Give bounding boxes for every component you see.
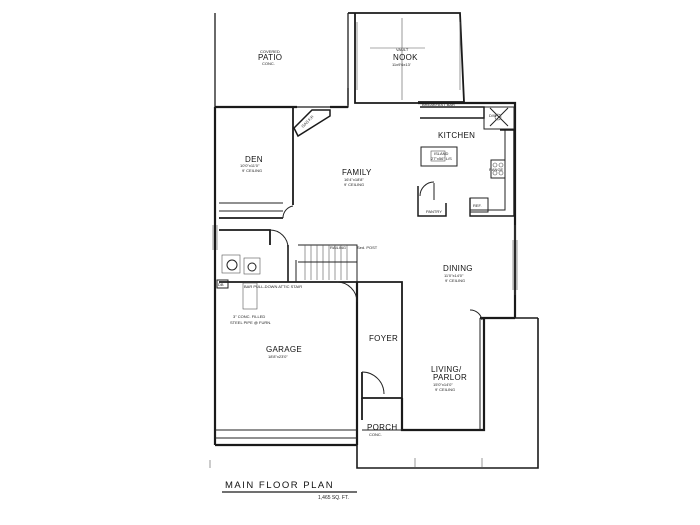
patio-sub: CONC. [262,61,275,66]
garage-name: GARAGE [266,345,302,354]
dining-ceiling: 9' CEILING [445,278,465,283]
garage-dims: 18'8"x23'0" [268,354,288,359]
nook-dims: 11x9'6x13' [392,62,411,67]
fireplace: GAS F.P. [293,109,331,138]
island-note: 27"x56" L/S [431,156,452,161]
family-ceiling: 9' CEILING [344,182,364,187]
pantry-label: PANTRY [426,209,442,214]
nook-name: NOOK [393,53,418,62]
den-walls [219,107,294,219]
plan-title: MAIN FLOOR PLAN [225,480,334,491]
nook-outline [347,12,465,104]
stair-area: RAILING Sed. POST [219,229,378,283]
patio-name: PATIO [258,53,282,62]
living-bay [469,225,538,430]
den-ceiling: 9' CEILING [242,168,262,173]
kitchen-name: KITCHEN [438,131,475,140]
living-name: LIVING/ [431,365,462,374]
garage-features: DB BAR PULL-DOWN ATTIC STAIR 3" CONC. FI… [215,279,357,439]
living-name2: PARLOR [433,373,467,382]
family-name: FAMILY [342,168,372,177]
attic-stair-label: BAR PULL-DOWN ATTIC STAIR [244,284,302,289]
db-label: DB [218,282,224,287]
porch-sub: CONC. [369,432,382,437]
room-labels: COVERED PATIO CONC. VAULT NOOK 11x9'6x13… [240,47,475,437]
island-label: ISLAND [434,151,449,156]
breakfast-bar-label: BREAKFAST BAR [422,102,455,107]
family-dims: 16'4"x18'8" [344,177,364,182]
den-name: DEN [245,155,263,164]
garage-note2: STEEL PIPE @ FURN. [230,320,271,325]
title-block: MAIN FLOOR PLAN 1,465 SQ. FT. [222,480,357,501]
window-marks [209,225,518,468]
ref-label: REF. [473,203,482,208]
railing-label: RAILING [330,245,346,250]
living-dims: 15'0"x14'0" [433,382,453,387]
post-label: Sed. POST [357,245,378,250]
patio-note: COVERED [260,49,280,54]
foyer-name: FOYER [369,334,398,343]
porch-outline [356,318,539,469]
plan-area: 1,465 SQ. FT. [318,495,349,501]
range-label: RANGE [489,167,504,172]
dining-dims: 11'0"x14'0" [444,273,464,278]
dw-label: D/W [489,113,497,118]
den-dims: 10'0"x11'0" [240,163,260,168]
kitchen-fixtures: BREAKFAST BAR D/W RANGE REF. PANTRY [417,102,515,217]
dining-name: DINING [443,264,473,273]
garage-note1: 3" CONC. FILLED [233,314,265,319]
living-ceiling: 9' CEILING [435,387,455,392]
porch-name: PORCH [367,423,397,432]
foyer-walls [336,281,403,420]
nook-note: VAULT [396,47,409,52]
